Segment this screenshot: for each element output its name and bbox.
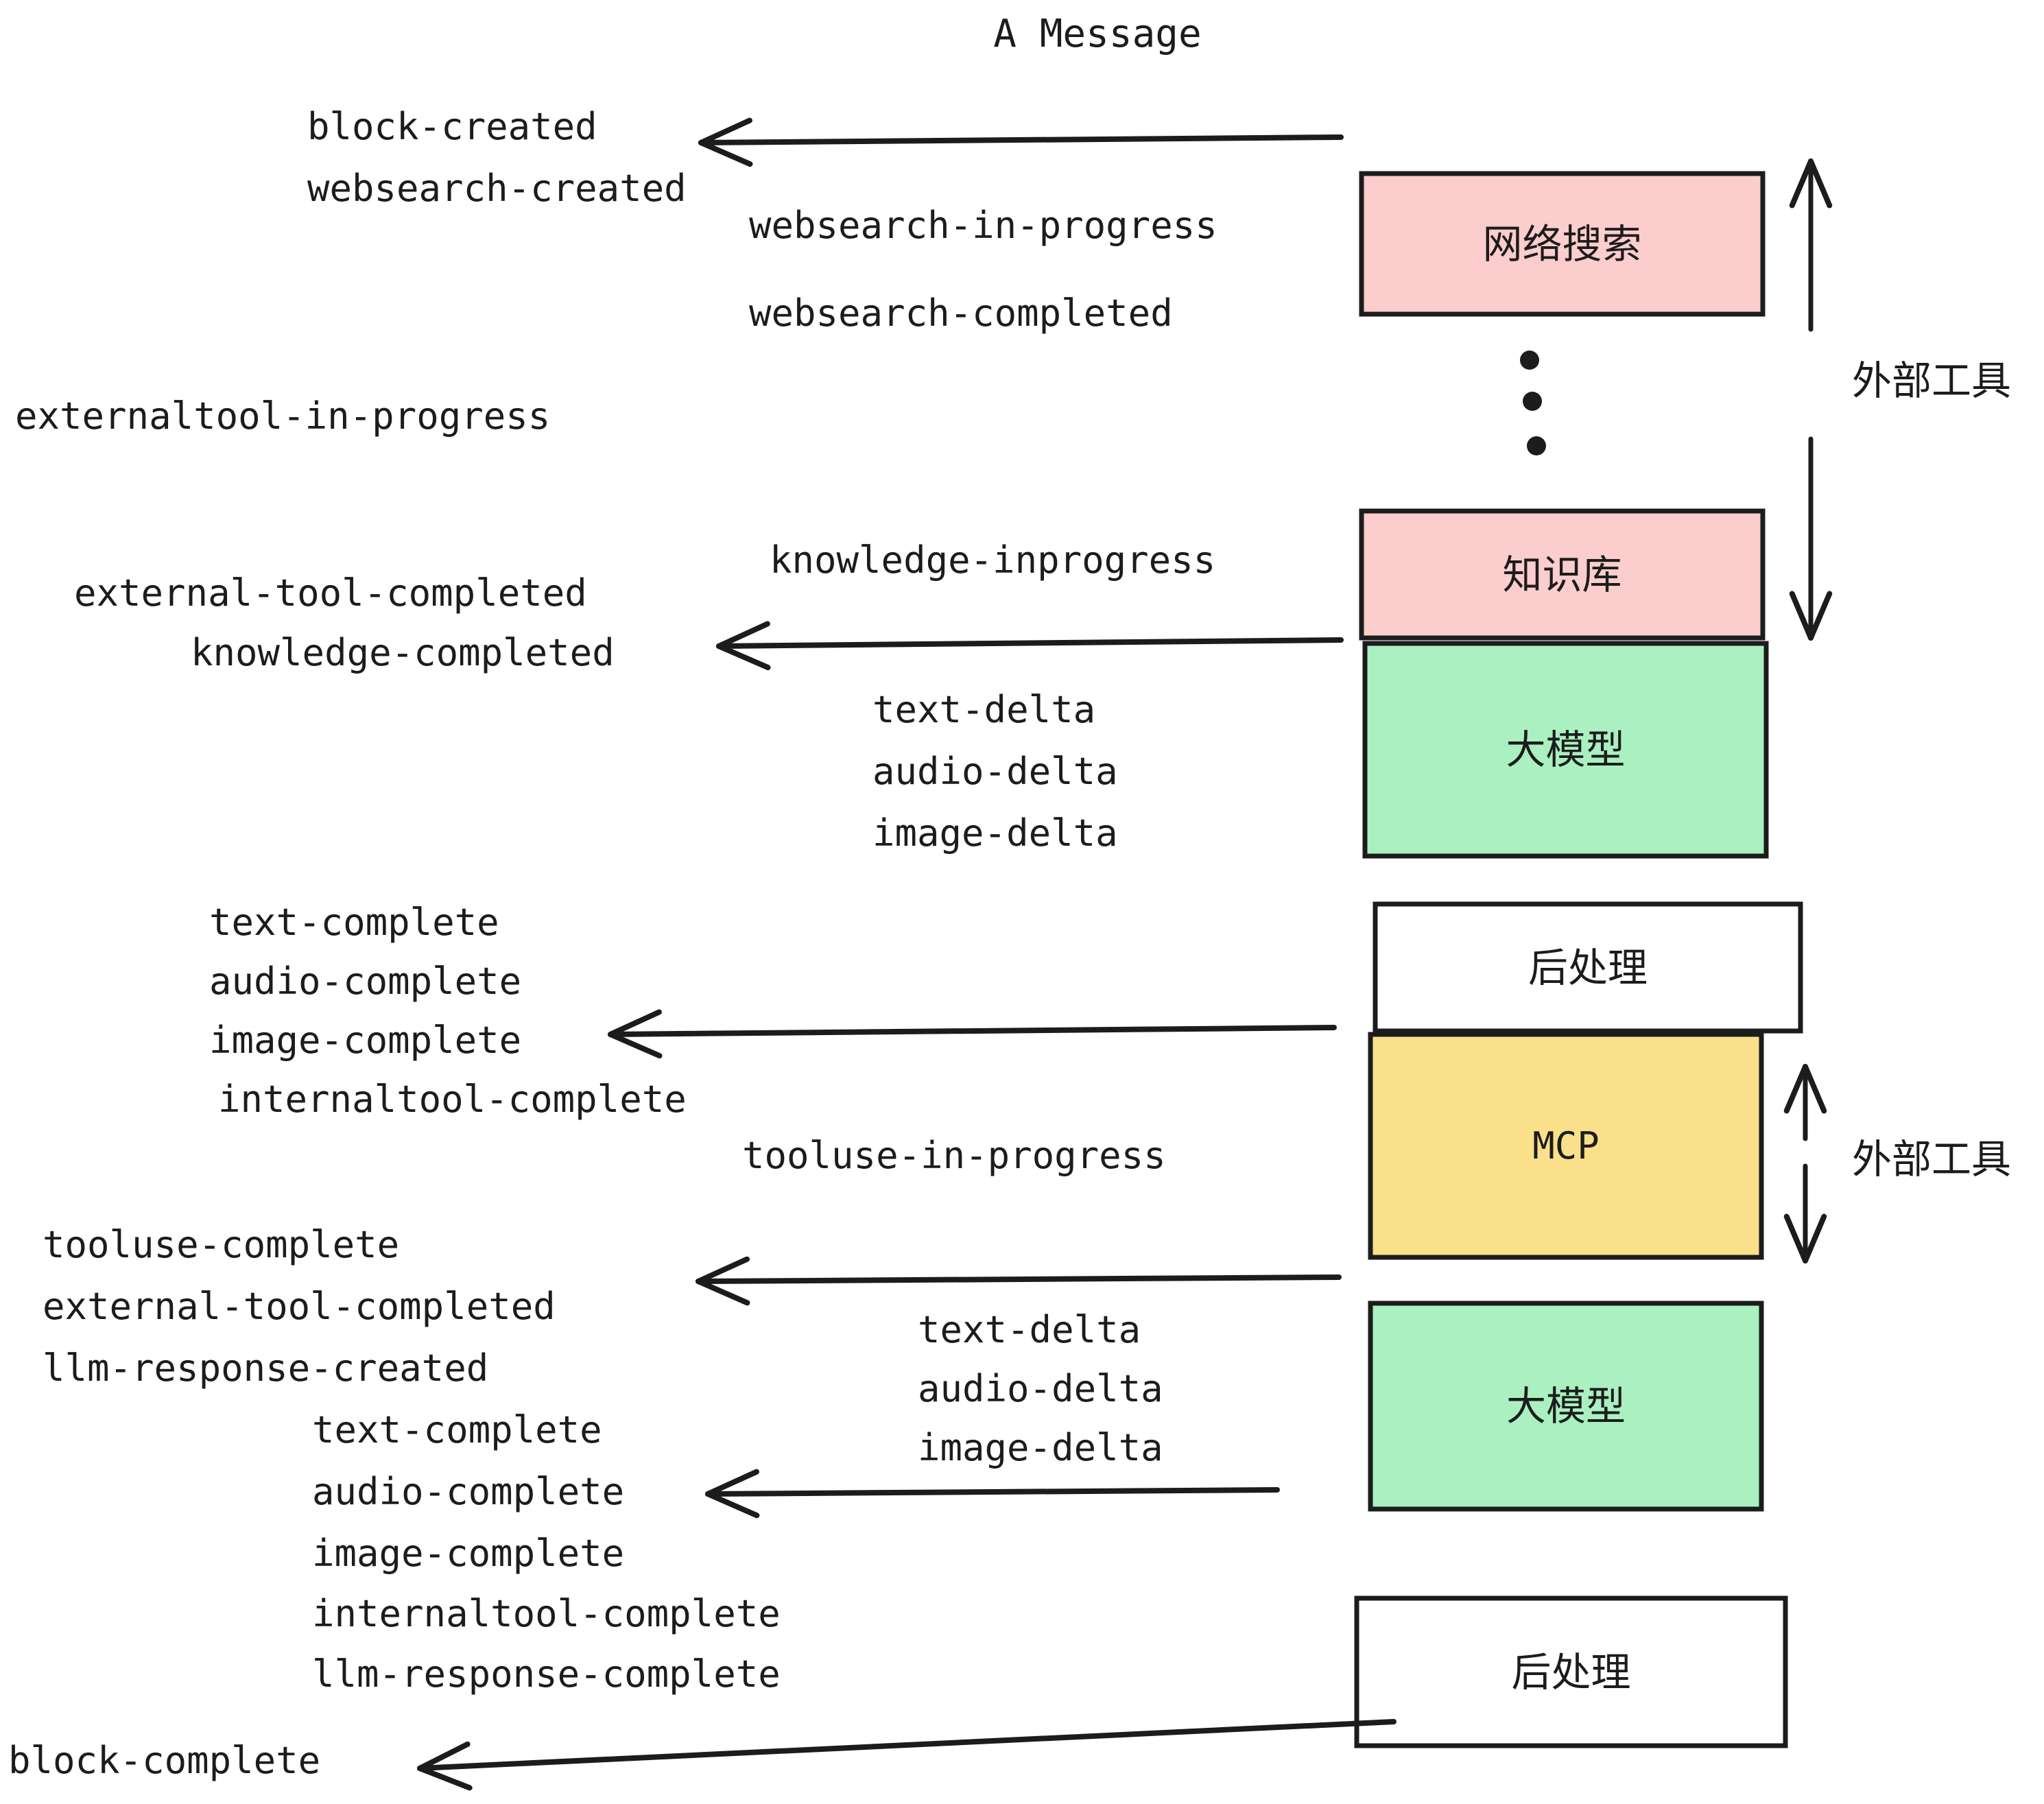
external-tool-down-head [1789, 591, 1814, 641]
box-label-mcp: MCP [1532, 1124, 1600, 1167]
arrow-audio-complete-head [705, 1491, 760, 1519]
external-tool-down-mcp-head [1783, 1213, 1808, 1263]
arrow-block-created-shaft [698, 134, 1344, 145]
external-tool-down-mcp [1783, 1163, 1827, 1263]
external-tool-up-mcp-head [1783, 1064, 1808, 1114]
arrow-image-complete [608, 1009, 1337, 1059]
event-label-external-tool-completed-2: external-tool-completed [43, 1285, 556, 1328]
event-label-knowledge-inprogress: knowledge-inprogress [770, 538, 1216, 582]
process-box-knowledge[interactable] [1359, 508, 1766, 641]
event-label-image-complete-2: image-complete [312, 1532, 625, 1575]
arrow-block-created [698, 117, 1344, 167]
arrow-external-tool-completed [696, 1256, 1342, 1306]
external-tool-down-mcp-head [1803, 1213, 1827, 1263]
arrow-block-created-head [698, 140, 753, 167]
event-label-llm-response-complete: llm-response-complete [312, 1652, 781, 1696]
arrow-image-complete-head [608, 1009, 662, 1037]
arrow-block-complete [417, 1719, 1397, 1791]
event-label-llm-response-created: llm-response-created [43, 1346, 489, 1390]
diagram-title: A Message [993, 12, 1202, 56]
arrow-external-tool-completed-shaft [696, 1274, 1342, 1284]
event-label-audio-delta-1: audio-delta [872, 750, 1118, 793]
ellipsis-dot-3 [1527, 436, 1546, 455]
flow-arrows [417, 117, 1397, 1791]
process-box-post-first[interactable] [1372, 901, 1803, 1034]
box-label-post-first: 后处理 [1528, 944, 1648, 991]
box-label-llm-first: 大模型 [1506, 726, 1626, 773]
event-label-external-tool-completed-1: external-tool-completed [74, 571, 587, 615]
event-label-internaltool-complete-2: internaltool-complete [312, 1592, 781, 1635]
scope-arrows [1783, 158, 1833, 1263]
arrow-block-complete-shaft [417, 1719, 1397, 1771]
external-tool-down [1789, 436, 1833, 641]
external-tool-up-head [1789, 158, 1814, 209]
arrow-knowledge-completed-head [716, 643, 771, 671]
event-label-tooluse-in-progress: tooluse-in-progress [742, 1134, 1166, 1177]
arrow-audio-complete-head [705, 1469, 759, 1497]
external-tool-up-mcp-head [1803, 1064, 1827, 1114]
event-label-text-delta-1: text-delta [872, 688, 1096, 731]
event-label-text-complete-2: text-complete [312, 1408, 602, 1451]
event-label-block-complete: block-complete [8, 1739, 321, 1782]
process-box-llm-first[interactable] [1362, 641, 1769, 859]
box-label-llm-second: 大模型 [1506, 1383, 1626, 1429]
process-boxes [1354, 171, 1803, 1748]
event-label-audio-complete-1: audio-complete [209, 960, 522, 1003]
event-label-text-delta-2: text-delta [918, 1308, 1141, 1351]
box-label-websearch: 网络搜索 [1482, 220, 1642, 268]
event-label-websearch-created: websearch-created [307, 167, 687, 210]
process-box-post-second[interactable] [1354, 1595, 1788, 1748]
arrow-audio-complete [705, 1469, 1280, 1519]
arrow-block-complete-head [417, 1766, 473, 1791]
arrow-block-created-head [698, 117, 752, 145]
external-tool-up-head [1808, 158, 1833, 209]
scope-label-external-tool-bottom: 外部工具 [1852, 1136, 2012, 1183]
arrow-knowledge-completed-shaft [716, 637, 1344, 649]
process-box-llm-second[interactable] [1368, 1301, 1764, 1512]
event-label-image-delta-2: image-delta [918, 1426, 1163, 1469]
box-label-knowledge: 知识库 [1502, 551, 1622, 598]
external-tool-down-head [1808, 591, 1833, 641]
arrow-block-complete-head [417, 1741, 471, 1771]
event-label-block-created: block-created [307, 105, 597, 148]
event-label-audio-delta-2: audio-delta [918, 1367, 1163, 1410]
scope-label-external-tool-top: 外部工具 [1852, 357, 2012, 404]
event-label-image-complete-1: image-complete [209, 1019, 522, 1062]
arrow-image-complete-shaft [608, 1025, 1337, 1037]
event-label-externaltool-in-progress: externaltool-in-progress [15, 394, 551, 438]
event-label-audio-complete-2: audio-complete [312, 1470, 625, 1513]
arrow-audio-complete-shaft [705, 1487, 1280, 1497]
event-label-websearch-completed: websearch-completed [749, 292, 1173, 335]
box-label-post-second: 后处理 [1511, 1648, 1631, 1696]
event-label-text-complete-1: text-complete [209, 901, 499, 944]
arrow-image-complete-head [608, 1032, 663, 1059]
event-label-websearch-in-progress: websearch-in-progress [749, 204, 1217, 247]
arrow-knowledge-completed [716, 621, 1344, 671]
external-tool-up-mcp [1783, 1064, 1827, 1141]
arrow-external-tool-completed-head [696, 1279, 750, 1306]
process-box-websearch[interactable] [1359, 171, 1766, 317]
ellipsis-dots [1520, 351, 1546, 455]
process-box-mcp[interactable] [1368, 1032, 1764, 1260]
ellipsis-dot-1 [1520, 351, 1539, 370]
event-label-internaltool-complete-1: internaltool-complete [218, 1078, 687, 1121]
arrow-knowledge-completed-head [716, 621, 770, 649]
event-label-tooluse-complete: tooluse-complete [43, 1223, 400, 1266]
event-label-image-delta-1: image-delta [872, 811, 1118, 855]
event-label-knowledge-completed: knowledge-completed [191, 631, 615, 674]
external-tool-up [1789, 158, 1833, 332]
arrow-external-tool-completed-head [696, 1256, 750, 1284]
ellipsis-dot-2 [1523, 392, 1542, 411]
